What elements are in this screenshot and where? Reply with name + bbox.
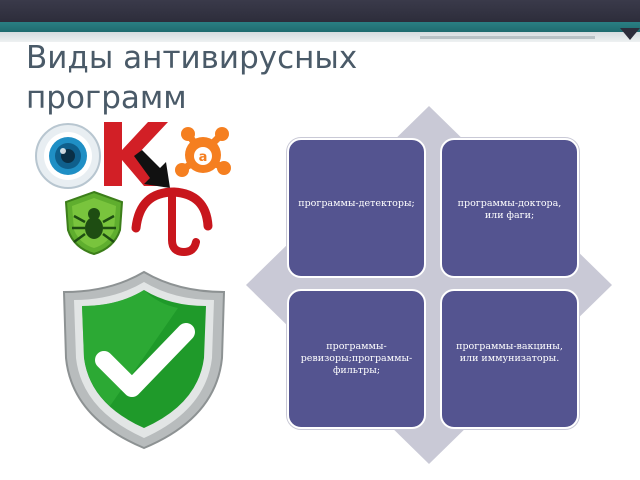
slide-header-band bbox=[0, 0, 640, 22]
card-vaccines: программы-вакцины, или иммунизаторы. bbox=[440, 289, 579, 429]
card-label: программы-детекторы; bbox=[298, 198, 415, 209]
svg-text:a: a bbox=[199, 150, 208, 165]
card-doctors: программы-доктора, или фаги; bbox=[440, 138, 579, 278]
card-label: программы-вакцины, или иммунизаторы. bbox=[456, 341, 563, 364]
card-label: программы-ревизоры;программы-фильтры; bbox=[300, 341, 413, 376]
arrow-icon bbox=[134, 150, 170, 188]
slide-header-accent-line bbox=[420, 36, 595, 39]
slide-header-light-stripe bbox=[0, 32, 640, 42]
card-detectors: программы-детекторы; bbox=[287, 138, 426, 278]
dr-web-spider-shield-icon bbox=[64, 190, 124, 256]
green-checkmark-shield-icon bbox=[62, 270, 226, 450]
slide-header-stripe bbox=[0, 22, 640, 32]
slide-title: Виды антивирусных программ bbox=[26, 40, 358, 116]
slide-corner-tip bbox=[620, 28, 640, 40]
avira-umbrella-icon bbox=[131, 187, 213, 257]
card-label: программы-доктора, или фаги; bbox=[457, 198, 562, 221]
avast-icon: a bbox=[175, 127, 231, 177]
card-auditors-filters: программы-ревизоры;программы-фильтры; bbox=[287, 289, 426, 429]
eye-antivirus-icon bbox=[35, 123, 101, 189]
